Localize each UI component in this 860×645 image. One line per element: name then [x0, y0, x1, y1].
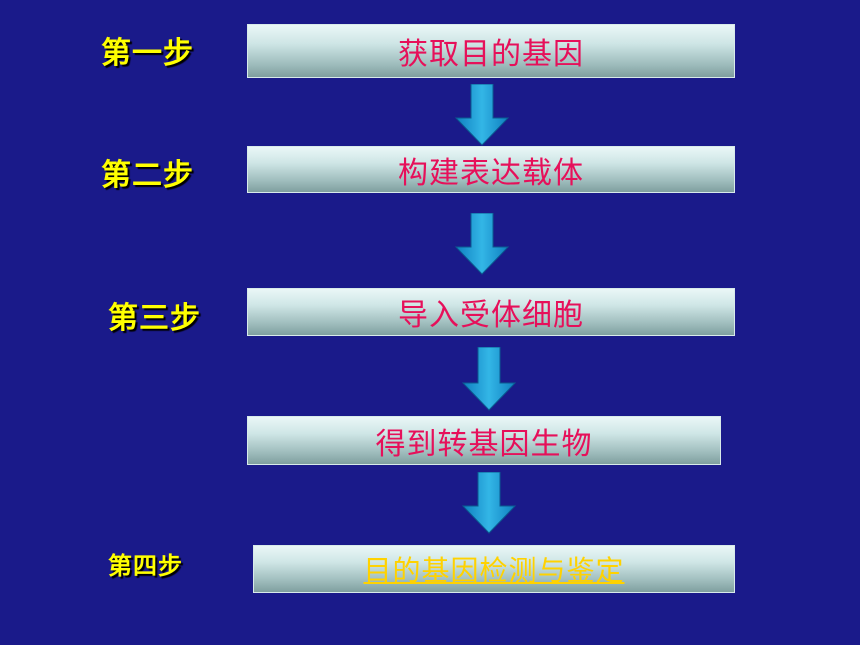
down-arrow-icon — [462, 472, 516, 534]
box-introduce-into-host-cell-text: 导入受体细胞 — [398, 298, 584, 333]
down-arrow-icon — [455, 84, 509, 146]
box-introduce-into-host-cell: 导入受体细胞 — [247, 288, 735, 336]
step-3-label: 第三步 — [108, 301, 201, 336]
box-build-expression-vector-text: 构建表达载体 — [398, 155, 584, 191]
down-arrow-icon — [455, 213, 509, 275]
box-obtain-transgenic-organism: 得到转基因生物 — [247, 416, 721, 465]
box-get-target-gene: 获取目的基因 — [247, 24, 735, 78]
box-build-expression-vector: 构建表达载体 — [247, 146, 735, 193]
step-1-label: 第一步 — [101, 36, 194, 71]
step-2-label: 第二步 — [101, 158, 194, 193]
down-arrow-icon — [462, 347, 516, 411]
box-get-target-gene-text: 获取目的基因 — [398, 37, 584, 72]
box-obtain-transgenic-organism-text: 得到转基因生物 — [375, 426, 593, 462]
box-detect-and-identify-gene[interactable]: 目的基因检测与鉴定 — [253, 545, 735, 593]
step-4-label: 第四步 — [108, 551, 183, 580]
detect-and-identify-gene-link[interactable]: 目的基因检测与鉴定 — [363, 554, 625, 587]
